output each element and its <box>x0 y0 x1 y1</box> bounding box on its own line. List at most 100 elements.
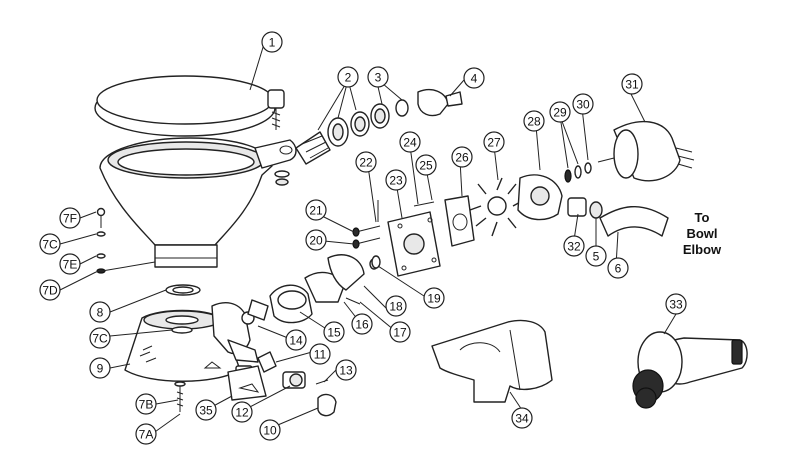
impeller <box>469 177 525 237</box>
callout-7f: 7F <box>59 207 81 229</box>
callout-7b: 7B <box>135 393 157 415</box>
callout-9: 9 <box>89 357 111 379</box>
outlet-hose <box>567 197 669 237</box>
electric-motor <box>597 120 695 182</box>
toilet-bowl <box>99 137 297 268</box>
callout-circle <box>89 357 111 379</box>
callout-label: 2 <box>345 71 352 85</box>
base-gasket-inner <box>172 286 194 294</box>
callout-10: 10 <box>259 419 281 441</box>
callout-19: 19 <box>423 287 445 309</box>
joker-valve <box>247 284 313 324</box>
callout-label: 6 <box>615 262 622 276</box>
callout-label: 26 <box>455 151 469 165</box>
callout-18: 18 <box>385 295 407 317</box>
callout-13: 13 <box>335 359 357 381</box>
callout-label: 29 <box>553 106 567 120</box>
callout-circle <box>135 423 157 445</box>
inlet-hose-fittings <box>295 88 463 165</box>
callout-circle <box>39 279 61 301</box>
impeller-housing-seal <box>304 254 379 305</box>
shaft-seals <box>564 162 592 183</box>
callout-28: 28 <box>523 110 545 132</box>
callout-2: 2 <box>337 66 359 88</box>
callout-circle <box>89 327 111 349</box>
callout-label: 9 <box>97 362 104 376</box>
callout-circle <box>259 419 281 441</box>
callout-11: 11 <box>309 343 331 365</box>
callout-circle <box>305 229 327 251</box>
callout-label: 35 <box>199 404 213 418</box>
callout-22: 22 <box>355 151 377 173</box>
callout-17: 17 <box>389 321 411 343</box>
callout-7e: 7E <box>59 253 81 275</box>
callout-circle <box>399 131 421 153</box>
callout-circle <box>335 359 357 381</box>
callout-label: 22 <box>359 156 373 170</box>
callout-label: 14 <box>289 334 303 348</box>
callout-label: 16 <box>355 318 369 332</box>
base-cover <box>227 365 267 401</box>
discharge-fitting <box>257 351 337 417</box>
callout-label: 4 <box>471 72 478 86</box>
impeller-housing <box>517 174 563 221</box>
callout-label: 13 <box>339 364 353 378</box>
callout-16: 16 <box>351 313 373 335</box>
callout-circle <box>585 245 607 267</box>
callout-4: 4 <box>463 67 485 89</box>
callout-7c: 7C <box>89 327 111 349</box>
callout-33: 33 <box>665 293 687 315</box>
callout-circle <box>195 399 217 421</box>
callout-7a: 7A <box>135 423 157 445</box>
callout-circle <box>451 146 473 168</box>
callout-7c: 7C <box>39 233 61 255</box>
callout-label: 20 <box>309 234 323 248</box>
callout-label: 5 <box>593 250 600 264</box>
callout-21: 21 <box>305 199 327 221</box>
callout-14: 14 <box>285 329 307 351</box>
callout-circle <box>423 287 445 309</box>
callout-circle <box>463 67 485 89</box>
callout-label: 7F <box>63 212 77 226</box>
callout-circle <box>415 154 437 176</box>
callout-circle <box>572 93 594 115</box>
callout-label: 34 <box>515 412 529 426</box>
callout-label: 33 <box>669 298 683 312</box>
bowl-elbow-note: To Bowl Elbow <box>683 210 722 257</box>
callout-26: 26 <box>451 146 473 168</box>
callout-3: 3 <box>367 66 389 88</box>
callout-circle <box>231 401 253 423</box>
callout-circle <box>367 66 389 88</box>
callout-8: 8 <box>89 301 111 323</box>
callout-circle <box>305 199 327 221</box>
callout-circle <box>323 321 345 343</box>
callout-32: 32 <box>563 235 585 257</box>
callout-circle <box>665 293 687 315</box>
callout-circle <box>39 233 61 255</box>
callout-circle <box>483 131 505 153</box>
callout-circle <box>309 343 331 365</box>
callout-circle <box>351 313 373 335</box>
mounting-screws <box>352 200 435 269</box>
callout-label: 19 <box>427 292 441 306</box>
callout-20: 20 <box>305 229 327 251</box>
callout-label: 7B <box>139 398 154 412</box>
callout-circle <box>337 66 359 88</box>
callout-circle <box>59 207 81 229</box>
control-switch <box>632 331 748 409</box>
callout-label: 7E <box>63 258 78 272</box>
callout-circle <box>261 31 283 53</box>
callout-label: 31 <box>625 78 639 92</box>
callout-label: 7C <box>92 332 108 346</box>
callout-34: 34 <box>511 407 533 429</box>
seat-lid <box>94 75 285 137</box>
callout-label: 18 <box>389 300 403 314</box>
callout-label: 15 <box>327 326 341 340</box>
callout-23: 23 <box>385 169 407 191</box>
callout-label: 3 <box>375 71 382 85</box>
callout-24: 24 <box>399 131 421 153</box>
callout-29: 29 <box>549 101 571 123</box>
base-washer <box>171 326 193 334</box>
